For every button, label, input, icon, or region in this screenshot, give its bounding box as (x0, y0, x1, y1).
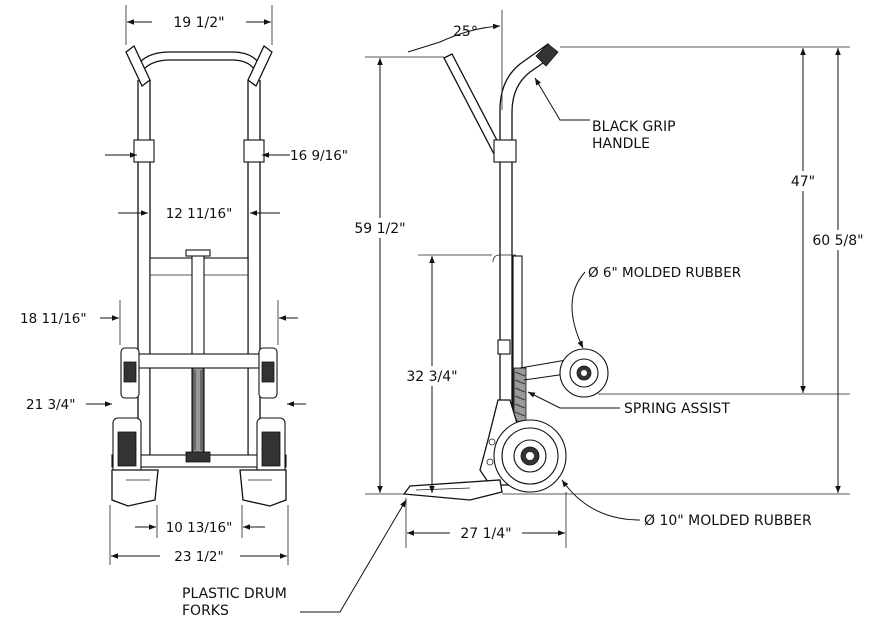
side-angled-handle (443, 53, 503, 155)
callout-small-wheel: Ø 6" MOLDED RUBBER (588, 265, 741, 281)
front-right-fork (239, 469, 287, 507)
side-fork-plate (402, 479, 503, 501)
dim-grip-to-caster: 47" (791, 174, 815, 190)
dim-fork-spacing: 10 13/16" (166, 520, 233, 536)
callout-large-wheel: Ø 10" MOLDED RUBBER (644, 513, 812, 529)
dim-base-depth: 27 1/4" (460, 526, 511, 542)
side-main-upright (499, 43, 557, 421)
dim-overall-base-width: 21 3/4" (26, 397, 75, 413)
dim-handle-angle: 25° (453, 24, 478, 40)
front-right-upright (247, 80, 261, 460)
front-left-upright (137, 80, 151, 460)
dim-overall-height-left: 59 1/2" (354, 221, 405, 237)
dim-upper-frame-width: 16 9/16" (290, 148, 348, 164)
side-small-wheel (559, 348, 609, 398)
dim-toe-plate-height: 32 3/4" (406, 369, 457, 385)
front-left-wheels (112, 347, 142, 481)
front-view: 19 1/2" 16 9/16" 12 11/16" 18 11/16" 21 … (20, 5, 348, 565)
callout-forks-line1: PLASTIC DRUM (182, 586, 287, 602)
front-left-fork (111, 469, 159, 507)
front-right-wheels (256, 347, 286, 481)
dim-wheel-track-width: 18 11/16" (20, 311, 87, 327)
callout-grip-line2: HANDLE (592, 136, 650, 152)
side-grip-handle (535, 43, 559, 67)
callout-forks-line2: FORKS (182, 603, 229, 619)
dim-overall-height-right: 60 5/8" (812, 233, 863, 249)
front-crossbar-upper (127, 353, 273, 369)
side-view: 25° 59 1/2" 32 3/4" 47" 60 5/8" 27 1/4" (182, 10, 872, 619)
dim-inner-frame-width: 12 11/16" (166, 206, 233, 222)
dim-handle-width: 19 1/2" (173, 15, 224, 31)
callout-grip-line1: BLACK GRIP (592, 119, 676, 135)
callout-spring-assist: SPRING ASSIST (624, 401, 730, 417)
dim-fork-outer-width: 23 1/2" (174, 549, 223, 565)
side-large-wheel (493, 419, 567, 493)
